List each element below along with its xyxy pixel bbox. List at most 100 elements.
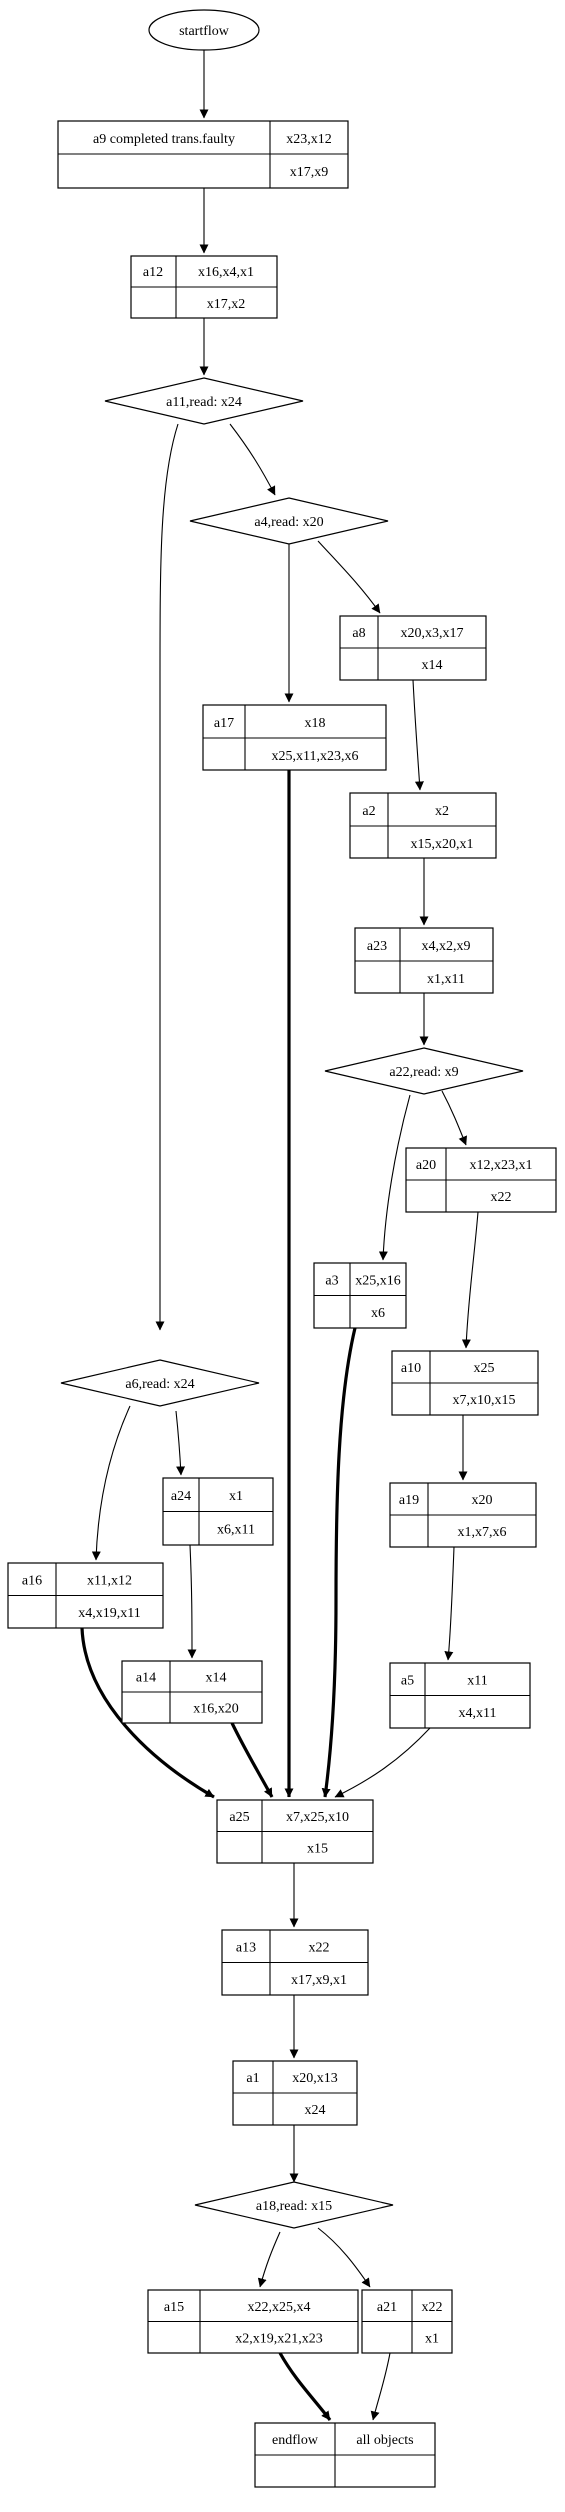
edges xyxy=(80,50,479,2421)
node-a2-bottom: x15,x20,x1 xyxy=(411,837,474,852)
node-a14-bottom: x16,x20 xyxy=(193,1702,239,1717)
node-a8-bottom: x14 xyxy=(422,658,443,673)
edge-a21-end xyxy=(370,2352,391,2421)
node-a3-name: a3 xyxy=(325,1273,338,1288)
node-a13-bottom: x17,x9,x1 xyxy=(291,1973,347,1988)
decision-a6-label: a6,read: x24 xyxy=(125,1377,194,1392)
node-a9: a9 completed trans.faulty x23,x12 x17,x9 xyxy=(57,120,349,189)
node-a16: a16 x11,x12 x4,x19,x11 xyxy=(7,1562,164,1629)
edge-a20-a10 xyxy=(461,1211,479,1349)
node-a1-name: a1 xyxy=(246,2071,259,2086)
node-a8: a8 x20,x3,x17 x14 xyxy=(339,615,487,681)
node-a21-bottom: x1 xyxy=(425,2331,439,2346)
decision-a4-label: a4,read: x20 xyxy=(254,515,323,530)
start-node: startflow xyxy=(148,9,260,51)
node-a12-bottom: x17,x2 xyxy=(207,297,246,312)
node-a14-name: a14 xyxy=(136,1671,156,1686)
node-a20-top: x12,x23,x1 xyxy=(470,1158,533,1173)
node-a21: a21 x22 x1 xyxy=(361,2289,453,2354)
node-a20: a20 x12,x23,x1 x22 xyxy=(405,1147,557,1213)
node-a9-top: x23,x12 xyxy=(286,132,332,147)
node-a21-name: a21 xyxy=(377,2300,397,2315)
node-a19-top: x20 xyxy=(472,1493,493,1508)
node-a15-bottom: x2,x19,x21,x23 xyxy=(235,2331,323,2346)
node-a8-top: x20,x3,x17 xyxy=(401,626,464,641)
node-a2: a2 x2 x15,x20,x1 xyxy=(349,792,497,859)
node-a10-top: x25 xyxy=(474,1361,495,1376)
node-a13-top: x22 xyxy=(309,1940,330,1955)
decision-a11-label: a11,read: x24 xyxy=(166,395,242,410)
decision-a18-label: a18,read: x15 xyxy=(256,2199,332,2214)
edge-a4-a8 xyxy=(317,540,381,614)
node-a23-bottom: x1,x11 xyxy=(427,972,465,987)
node-a14: a14 x14 x16,x20 xyxy=(121,1660,263,1724)
node-a24-top: x1 xyxy=(229,1489,243,1504)
edge-a11-a6 xyxy=(155,423,179,1331)
node-a16-bottom: x4,x19,x11 xyxy=(78,1606,140,1621)
edge-a8-a2 xyxy=(412,679,424,791)
node-a25-top: x7,x25,x10 xyxy=(286,1810,349,1825)
node-a12-top: x16,x4,x1 xyxy=(198,265,254,280)
node-a20-name: a20 xyxy=(416,1158,436,1173)
node-a25-bottom: x15 xyxy=(307,1841,328,1856)
edge-a3-a25 xyxy=(321,1327,357,1798)
node-a10-bottom: x7,x10,x15 xyxy=(453,1393,516,1408)
node-a3-top: x25,x16 xyxy=(355,1273,401,1288)
decision-a6: a6,read: x24 xyxy=(60,1359,260,1407)
node-a21-top: x22 xyxy=(422,2300,443,2315)
node-a20-bottom: x22 xyxy=(491,1190,512,1205)
node-a16-name: a16 xyxy=(22,1573,42,1588)
edge-a16-a25 xyxy=(80,1627,215,1799)
node-a9-name: a9 completed trans.faulty xyxy=(93,132,235,147)
node-a17-bottom: x25,x11,x23,x6 xyxy=(272,749,359,764)
edge-a5-a25 xyxy=(334,1727,431,1798)
edge-a19-a5 xyxy=(444,1546,455,1661)
edge-a18-a21 xyxy=(317,2227,371,2288)
node-a24-name: a24 xyxy=(171,1489,191,1504)
node-a1-top: x20,x13 xyxy=(292,2071,338,2086)
edge-a11-a4 xyxy=(229,423,276,496)
edge-a24-a14 xyxy=(187,1544,197,1659)
node-a19-name: a19 xyxy=(399,1493,419,1508)
node-a14-top: x14 xyxy=(206,1671,227,1686)
node-a19-bottom: x1,x7,x6 xyxy=(458,1525,507,1540)
node-a15: a15 x22,x25,x4 x2,x19,x21,x23 xyxy=(147,2289,359,2354)
node-a16-top: x11,x12 xyxy=(87,1573,132,1588)
node-a13: a13 x22 x17,x9,x1 xyxy=(221,1929,369,1996)
node-a8-name: a8 xyxy=(352,626,365,641)
edge-a6-a16 xyxy=(91,1405,131,1561)
node-a17: a17 x18 x25,x11,x23,x6 xyxy=(202,704,387,771)
node-a2-top: x2 xyxy=(435,804,449,819)
node-a15-top: x22,x25,x4 xyxy=(248,2300,311,2315)
edge-a14-a25 xyxy=(230,1722,274,1798)
node-a23: a23 x4,x2,x9 x1,x11 xyxy=(354,927,494,994)
edge-a15-end xyxy=(278,2352,332,2421)
node-a1: a1 x20,x13 x24 xyxy=(232,2060,358,2126)
decision-a18: a18,read: x15 xyxy=(194,2181,394,2229)
node-end-name: endflow xyxy=(272,2433,319,2448)
node-a5-name: a5 xyxy=(401,1673,414,1688)
node-a5-bottom: x4,x11 xyxy=(459,1706,497,1721)
node-a13-name: a13 xyxy=(236,1940,256,1955)
node-a1-bottom: x24 xyxy=(305,2103,326,2118)
node-a19: a19 x20 x1,x7,x6 xyxy=(389,1482,537,1548)
node-a17-top: x18 xyxy=(305,716,326,731)
node-a9-bottom: x17,x9 xyxy=(290,165,329,180)
edge-a6-a24 xyxy=(175,1410,186,1476)
edge-a22-a20 xyxy=(441,1090,468,1146)
node-a2-name: a2 xyxy=(362,804,375,819)
node-a25-name: a25 xyxy=(229,1810,249,1825)
node-a12: a12 x16,x4,x1 x17,x2 xyxy=(130,255,278,319)
node-a12-name: a12 xyxy=(143,265,163,280)
decision-a4: a4,read: x20 xyxy=(189,497,389,545)
node-a17-name: a17 xyxy=(214,716,234,731)
node-a15-name: a15 xyxy=(164,2300,184,2315)
node-a23-name: a23 xyxy=(367,939,387,954)
